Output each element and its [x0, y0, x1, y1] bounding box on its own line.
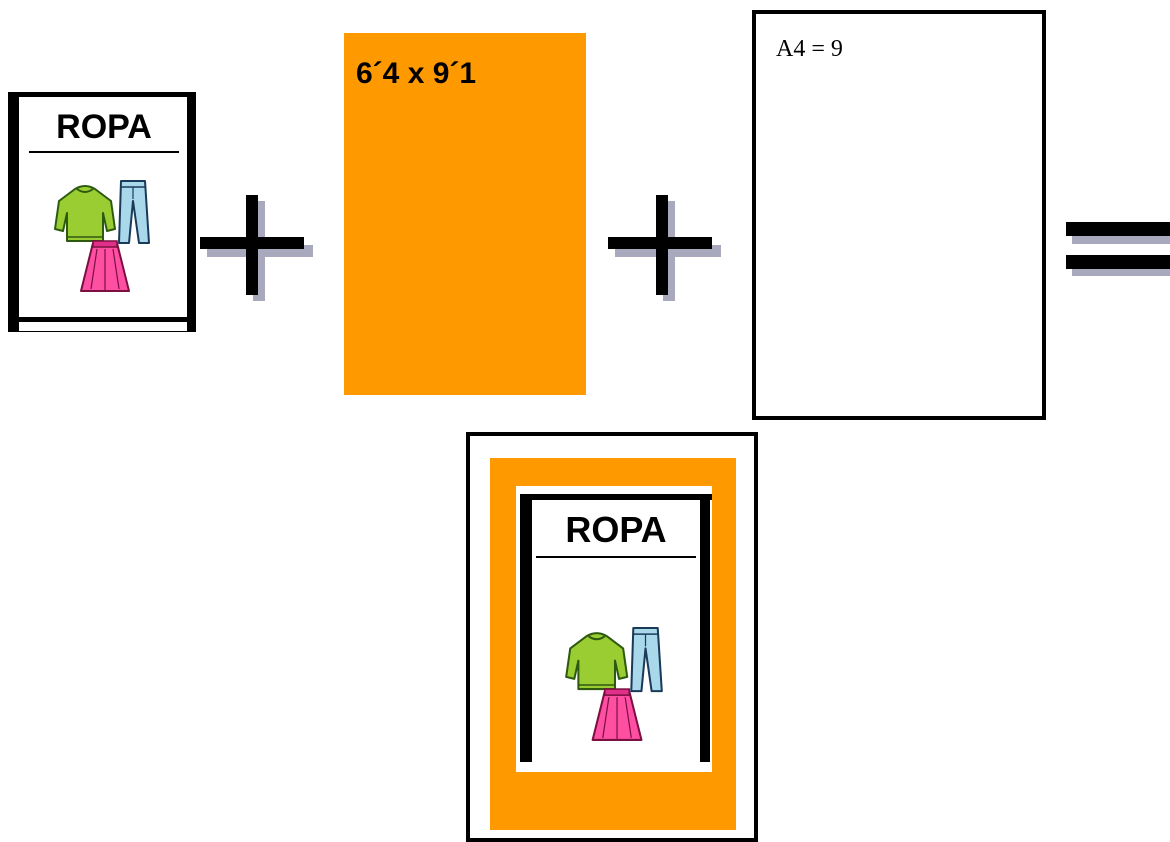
equals-icon	[1066, 222, 1170, 276]
a4-sheet: A4 = 9	[752, 10, 1046, 420]
orange-sheet: 6´4 x 9´1	[344, 33, 586, 395]
ropa-card: ROPA	[8, 92, 196, 332]
clothes-icon	[565, 627, 663, 741]
orange-sheet-label: 6´4 x 9´1	[356, 57, 477, 90]
a4-sheet-label: A4 = 9	[776, 36, 843, 62]
result-sheet: ROPA	[466, 432, 758, 842]
ropa-card-title: ROPA	[29, 105, 179, 153]
result-card-title: ROPA	[536, 506, 696, 558]
plus-icon	[200, 195, 316, 305]
clothes-icon	[54, 180, 150, 292]
result-ropa-card: ROPA	[516, 486, 712, 772]
plus-icon	[608, 195, 724, 305]
